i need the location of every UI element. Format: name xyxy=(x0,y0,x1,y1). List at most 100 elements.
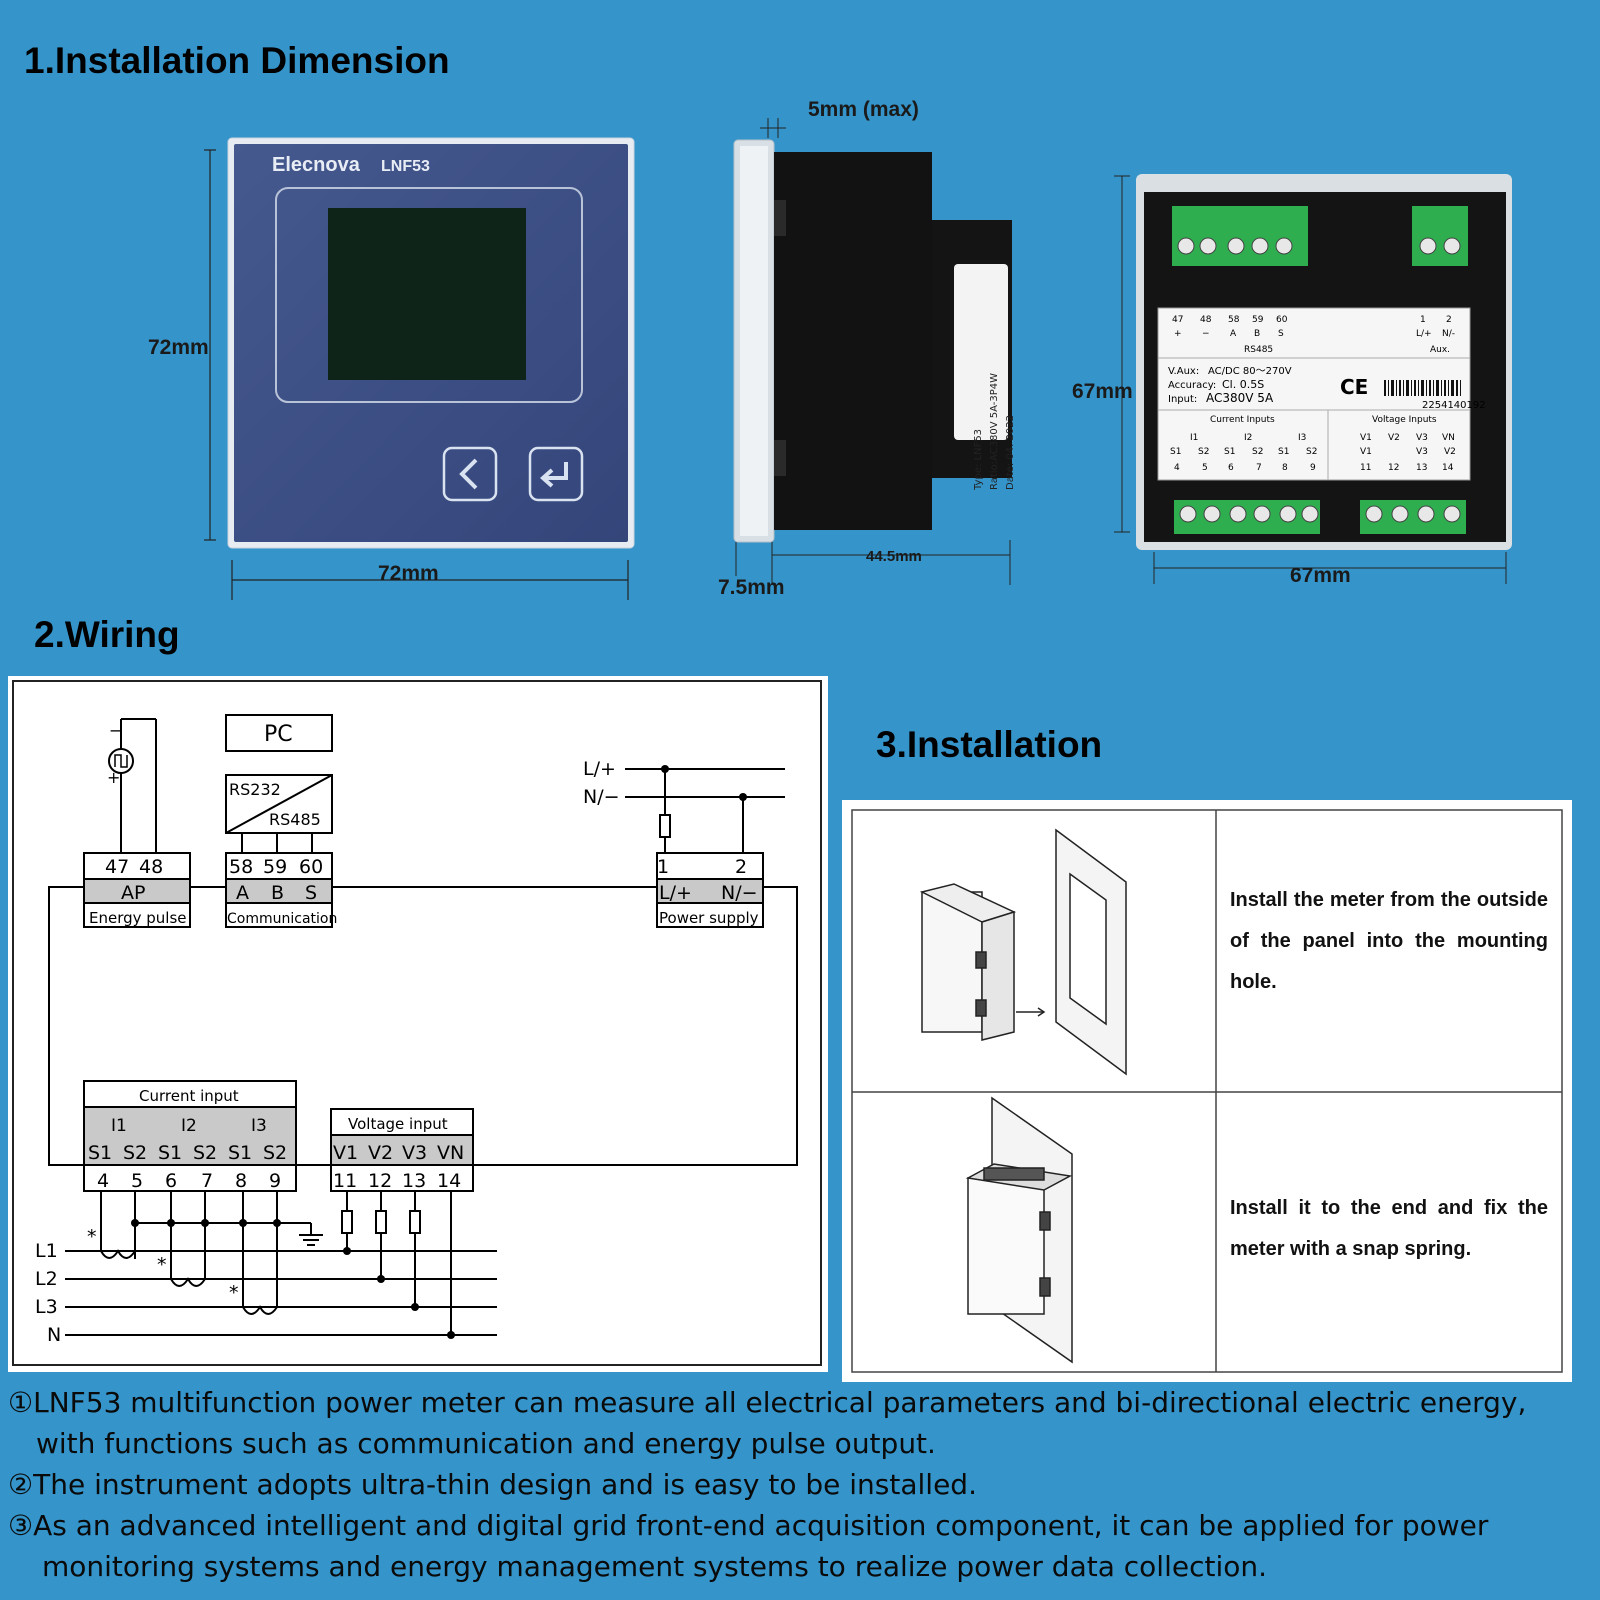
back-accuracy-value: Cl. 0.5S xyxy=(1222,378,1264,391)
step2-text-block: Install it to the end and fix the meter … xyxy=(1230,1188,1548,1270)
back-i-num: 4 xyxy=(1174,463,1180,473)
back-voltage-inputs: Voltage Inputs xyxy=(1372,415,1437,425)
side-front-label: 7.5mm xyxy=(718,576,785,599)
back-terminal-sym: S xyxy=(1278,329,1284,339)
wiring-v-label: V1 xyxy=(333,1142,358,1164)
wiring-terminal: 58 xyxy=(229,856,253,878)
back-i-num: 8 xyxy=(1282,463,1288,473)
rs232-label: RS232 xyxy=(229,780,281,799)
pc-label: PC xyxy=(264,722,293,747)
back-view-drawing: 47 48 58 59 60 + − A B S RS485 1 2 L/+ N… xyxy=(1114,174,1512,584)
back-height-label: 67mm xyxy=(1072,380,1133,403)
front-view xyxy=(200,130,650,610)
back-v-label: V2 xyxy=(1388,433,1400,443)
side-depth-label: 44.5mm xyxy=(866,548,922,565)
line-label: L3 xyxy=(35,1296,58,1318)
section-title-dimension: 1.Installation Dimension xyxy=(24,40,450,81)
back-input-key: Input: xyxy=(1168,394,1197,405)
enter-button[interactable] xyxy=(528,446,584,502)
installation-panel: Install the meter from the outside of th… xyxy=(842,800,1572,1382)
note-1-line-2: with functions such as communication and… xyxy=(36,1427,936,1460)
wiring-i-label: I1 xyxy=(111,1116,127,1136)
ce-mark: CE xyxy=(1340,375,1368,399)
back-s-label: S2 xyxy=(1252,447,1263,457)
wiring-s-label: S2 xyxy=(193,1142,217,1164)
note-2: ②The instrument adopts ultra-thin design… xyxy=(8,1468,977,1501)
power-sym: L/+ xyxy=(659,882,692,904)
wiring-v-num: 14 xyxy=(437,1170,461,1192)
back-s-label: S1 xyxy=(1278,447,1289,457)
front-height-label: 72mm xyxy=(148,336,209,359)
note-3-line-2: monitoring systems and energy management… xyxy=(42,1550,1268,1583)
back-v-num: 12 xyxy=(1388,463,1399,473)
back-terminal: 58 xyxy=(1228,315,1240,325)
back-s-label: S2 xyxy=(1306,447,1317,457)
back-button[interactable] xyxy=(442,446,498,502)
ct-polarity-mark: * xyxy=(229,1282,239,1304)
back-v-num: 13 xyxy=(1416,463,1427,473)
ct-polarity-mark: * xyxy=(157,1254,167,1276)
wiring-v-num: 13 xyxy=(402,1170,426,1192)
note-1-line-1: ①LNF53 multifunction power meter can mea… xyxy=(8,1386,1527,1419)
back-terminal-sym: A xyxy=(1230,329,1237,339)
model-label: LNF53 xyxy=(381,158,430,175)
wiring-panel: − + 47 48 AP Energy pulse PC RS232 RS485… xyxy=(8,676,828,1372)
back-v-num: 14 xyxy=(1442,463,1454,473)
feature-notes: ①LNF53 multifunction power meter can mea… xyxy=(8,1382,1568,1587)
comm-sym: A xyxy=(236,882,249,904)
section-title-installation: 3.Installation xyxy=(876,724,1103,765)
wiring-v-num: 11 xyxy=(333,1170,357,1192)
wiring-s-label: S1 xyxy=(158,1142,182,1164)
line-label: N xyxy=(47,1324,61,1346)
back-terminal: 2 xyxy=(1446,315,1452,325)
lcd-screen xyxy=(328,208,526,380)
back-i-label: I3 xyxy=(1298,433,1306,443)
current-input-label: Current input xyxy=(139,1087,239,1105)
wiring-terminal: 59 xyxy=(263,856,287,878)
supply-line-label: N/− xyxy=(583,786,620,808)
note-3-line-1: ③As an advanced intelligent and digital … xyxy=(8,1509,1489,1542)
wiring-s-label: S1 xyxy=(88,1142,112,1164)
line-label: L2 xyxy=(35,1268,58,1290)
wiring-terminal: 47 xyxy=(105,856,129,878)
brand-logo: Elecnova xyxy=(272,154,360,176)
wiring-i-label: I3 xyxy=(251,1116,267,1136)
wiring-i-num: 7 xyxy=(201,1170,213,1192)
power-sym: N/− xyxy=(721,882,758,904)
back-v-label: V3 xyxy=(1416,447,1428,457)
wiring-s-label: S1 xyxy=(228,1142,252,1164)
side-label: Type: LNF53 Ratio:AC380V 5A-3P4W Date: 0… xyxy=(965,312,1025,490)
back-v-label: VN xyxy=(1442,433,1455,443)
wiring-i-num: 9 xyxy=(269,1170,281,1192)
back-vaux-value: AC/DC 80～270V xyxy=(1208,366,1292,377)
back-vaux-key: V.Aux: xyxy=(1168,366,1199,377)
wiring-s-label: S2 xyxy=(123,1142,147,1164)
back-view: 47 48 58 59 60 + − A B S RS485 1 2 L/+ N… xyxy=(1110,170,1530,600)
back-i-num: 7 xyxy=(1256,463,1262,473)
back-terminal-sym: L/+ xyxy=(1416,329,1432,339)
back-terminal: 47 xyxy=(1172,315,1183,325)
back-terminal: 1 xyxy=(1420,315,1426,325)
back-v-num: 11 xyxy=(1360,463,1371,473)
wiring-v-label: V2 xyxy=(368,1142,393,1164)
back-rs485: RS485 xyxy=(1244,345,1273,355)
energy-sym: AP xyxy=(121,882,145,904)
installation-grid xyxy=(851,809,1563,1373)
back-terminal: 59 xyxy=(1252,315,1264,325)
back-current-inputs: Current Inputs xyxy=(1210,415,1275,425)
power-supply-label: Power supply xyxy=(659,909,759,927)
wiring-v-num: 12 xyxy=(368,1170,392,1192)
step1-text-block: Install the meter from the outside of th… xyxy=(1230,880,1548,1003)
side-view-drawing xyxy=(733,118,1012,585)
wiring-terminal: 60 xyxy=(299,856,323,878)
back-accuracy-key: Accuracy: xyxy=(1168,380,1216,391)
wiring-s-label: S2 xyxy=(263,1142,287,1164)
front-view-drawing xyxy=(204,137,635,600)
energy-pulse-label: Energy pulse xyxy=(89,909,187,927)
back-i-num: 6 xyxy=(1228,463,1234,473)
back-terminal-sym: − xyxy=(1202,329,1210,339)
wiring-i-num: 6 xyxy=(165,1170,177,1192)
step2-illustration xyxy=(965,1096,1073,1364)
back-s-label: S2 xyxy=(1198,447,1209,457)
back-aux: Aux. xyxy=(1430,345,1450,355)
